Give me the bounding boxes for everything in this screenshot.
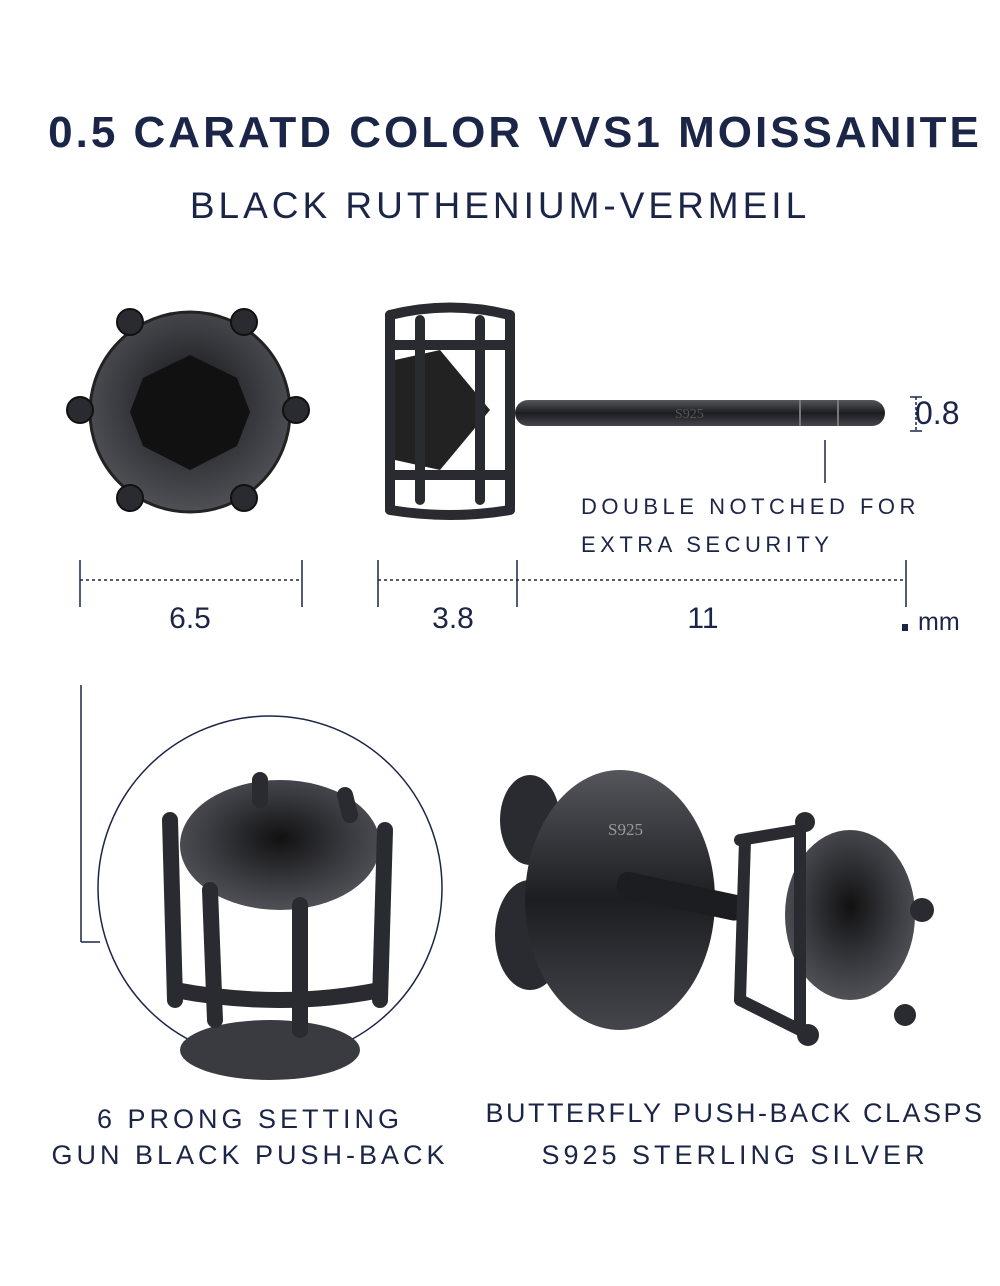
post-stamp: S925 <box>675 407 704 422</box>
back-stamp: S925 <box>608 820 643 839</box>
post-length-label: 11 <box>687 602 719 635</box>
notch-note-line2: EXTRA SECURITY <box>581 532 834 557</box>
caption-left-line1: 6 PRONG SETTING <box>96 1104 404 1134</box>
caption-left-line2: GUN BLACK PUSH-BACK <box>51 1140 449 1170</box>
unit-marker <box>902 624 908 631</box>
stone-diameter-label: 6.5 <box>169 602 211 635</box>
top-view-stone <box>66 308 310 514</box>
side-view-stud <box>385 302 885 520</box>
butterfly-back-earring: S925 <box>495 770 934 1046</box>
unit-label: mm <box>918 608 960 636</box>
notch-note-line1: DOUBLE NOTCHED FOR <box>581 494 920 519</box>
subtitle: BLACK RUTHENIUM-VERMEIL <box>189 185 811 226</box>
prong-detail-view <box>97 715 443 1080</box>
caption-right-line1: BUTTERFLY PUSH-BACK CLASPS <box>485 1098 985 1128</box>
setting-height-label: 3.8 <box>432 602 474 635</box>
dimension-lines <box>79 396 922 943</box>
post-diameter-label: 0.8 <box>915 395 960 431</box>
title: 0.5 CARATD COLOR VVS1 MOISSANITE <box>48 108 982 157</box>
caption-right-line2: S925 STERLING SILVER <box>541 1140 929 1170</box>
